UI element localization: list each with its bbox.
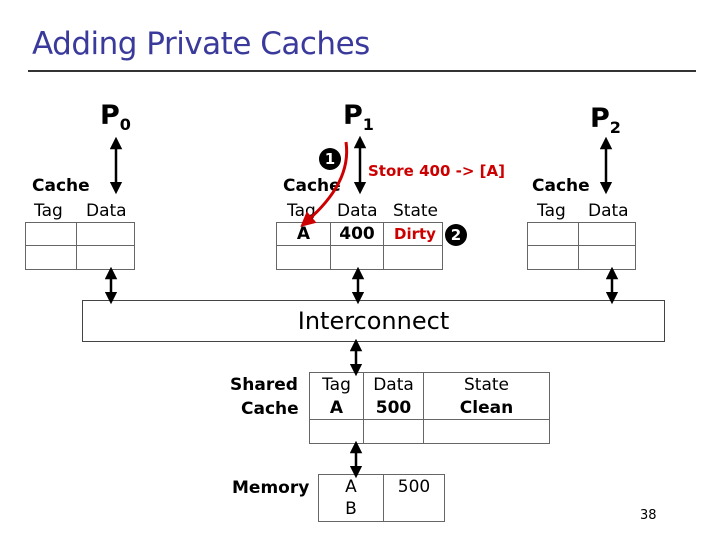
write-path-arrow [300, 141, 349, 227]
shared-cache-label-line2: Cache [241, 399, 299, 419]
processor-p2: P2 [590, 103, 621, 137]
p2-cache-label: Cache [532, 176, 590, 196]
processor-p0: P0 [100, 100, 131, 134]
p0-tag-header: Tag [34, 201, 63, 221]
memory-address-a: A [345, 477, 357, 497]
memory-value-cell: 500 [383, 474, 445, 522]
p2-tag-header: Tag [537, 201, 566, 221]
page-number: 38 [640, 508, 657, 523]
processor-p1: P1 [343, 100, 374, 134]
p0-data-header: Data [86, 201, 127, 221]
memory-address-b: B [345, 499, 357, 519]
p1-data-header: Data [337, 201, 378, 221]
p0-cache-label: Cache [32, 176, 90, 196]
p1-cache-cell [383, 245, 443, 270]
step-1-marker: 1 [319, 148, 341, 170]
page-title: Adding Private Caches [32, 26, 370, 62]
p1-cache-label: Cache [283, 176, 341, 196]
store-annotation: Store 400 -> [A] [368, 162, 505, 180]
memory-label: Memory [232, 478, 310, 498]
interconnect-bus: Interconnect [82, 300, 665, 342]
shared-cache-cell [423, 419, 550, 444]
shared-cache-state-header: State [423, 372, 550, 396]
title-divider [28, 70, 696, 72]
p2-data-header: Data [588, 201, 629, 221]
p1-state-header: State [393, 201, 438, 221]
shared-cache-label-line1: Shared [230, 375, 298, 395]
step-2-marker: 2 [445, 224, 467, 246]
